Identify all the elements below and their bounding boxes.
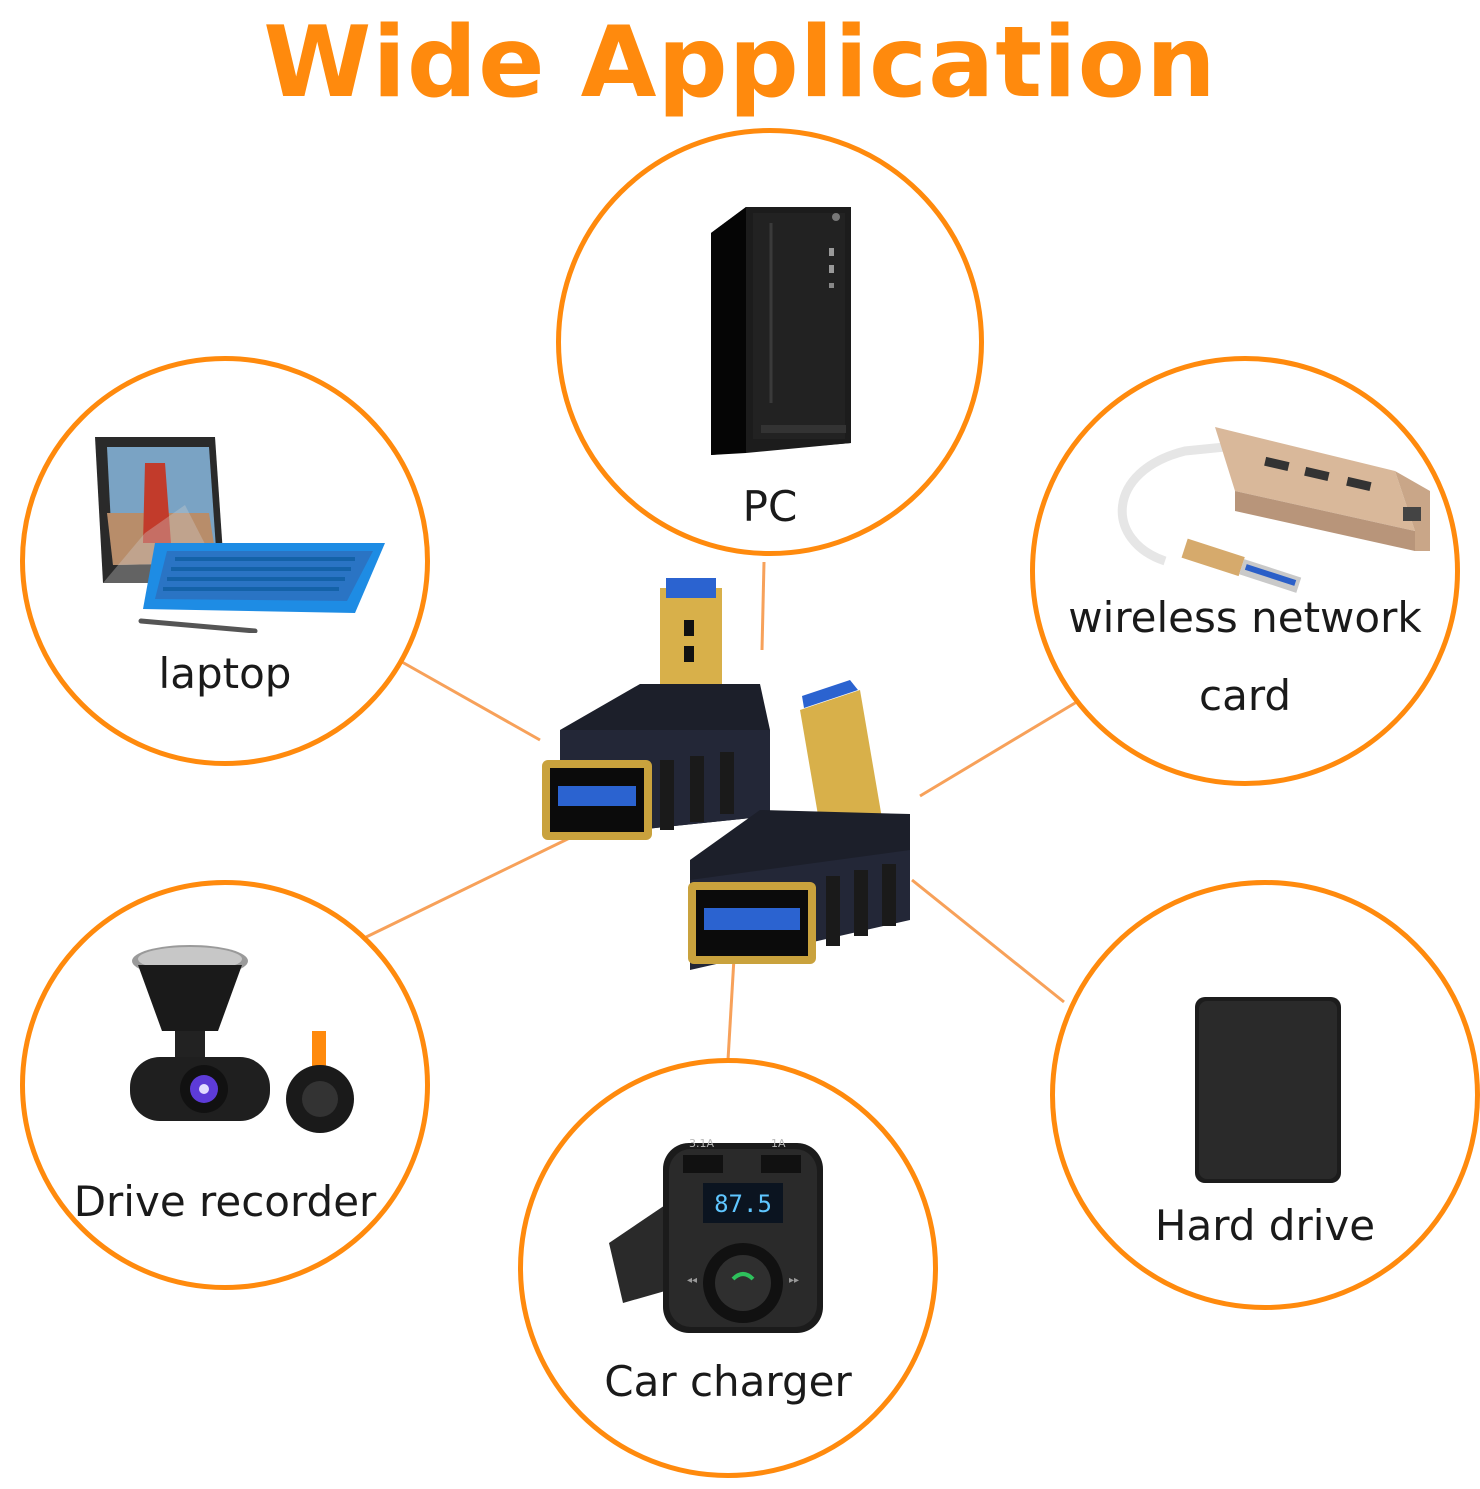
hard-drive-circle: Hard drive — [1050, 880, 1480, 1310]
car-charger-circle: 3.1A 1A 87.5 ◂◂ ▸▸ Car charger — [518, 1058, 938, 1478]
port-left-label: 3.1A — [689, 1137, 714, 1150]
connector-laptop — [401, 660, 541, 742]
hard-drive-label: Hard drive — [1154, 1201, 1376, 1250]
pc-label: PC — [742, 482, 798, 531]
laptop-label: laptop — [158, 649, 292, 698]
svg-text:▸▸: ▸▸ — [789, 1275, 799, 1286]
port-right-label: 1A — [771, 1137, 786, 1150]
wireless-network-card-label-line2: card — [1198, 671, 1292, 720]
usb-angle-adapter-icon — [542, 578, 910, 970]
dash-camera-icon — [130, 945, 354, 1133]
connector-wireless — [919, 698, 1081, 798]
car-charger-icon: 3.1A 1A 87.5 ◂◂ ▸▸ — [609, 1137, 823, 1333]
drive-recorder-label: Drive recorder — [73, 1177, 377, 1226]
connector-hard-drive — [911, 878, 1065, 1004]
wireless-network-card-circle: wireless network card — [1030, 356, 1460, 786]
hard-drive-icon — [1195, 997, 1341, 1183]
charger-display-value: 87.5 — [714, 1190, 772, 1218]
car-charger-label: Car charger — [604, 1357, 852, 1406]
pc-circle: PC — [556, 128, 984, 556]
connector-pc — [760, 561, 766, 651]
pc-tower-icon — [711, 207, 851, 455]
connector-drive-recorder — [359, 830, 583, 942]
adapter-right — [688, 680, 910, 970]
laptop-circle: laptop — [20, 356, 430, 766]
usb-network-hub-icon — [1117, 427, 1430, 593]
adapter-left — [542, 578, 770, 840]
laptop-icon — [95, 437, 385, 633]
connector-car-charger — [726, 957, 736, 1061]
page-title: Wide Application — [263, 6, 1217, 120]
svg-text:◂◂: ◂◂ — [687, 1275, 697, 1286]
wireless-network-card-label-line1: wireless network — [1068, 593, 1422, 642]
drive-recorder-circle: Drive recorder — [20, 880, 430, 1290]
